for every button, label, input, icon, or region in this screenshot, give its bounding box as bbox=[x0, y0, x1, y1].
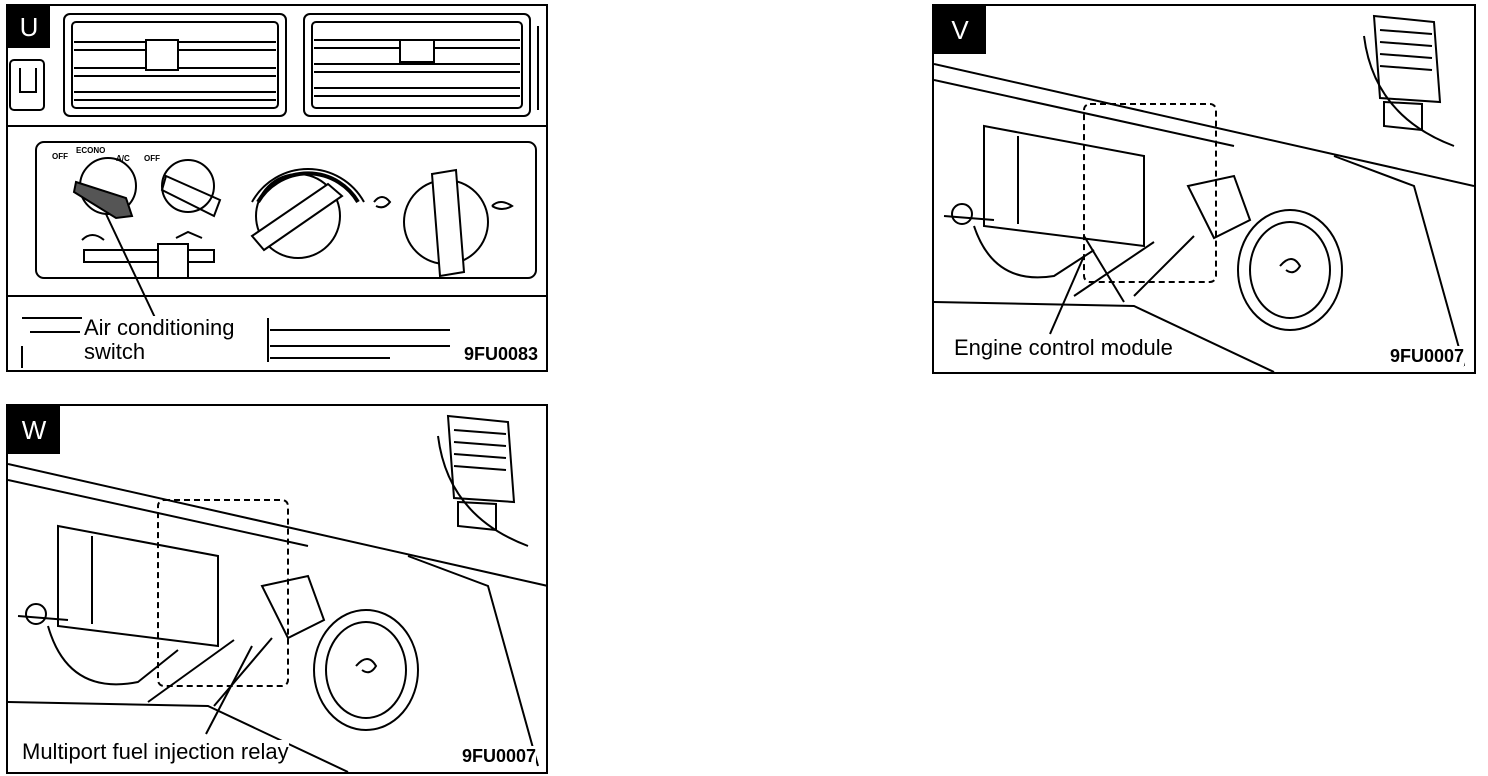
caption-line-2: switch bbox=[84, 339, 146, 364]
left-air-vent bbox=[63, 13, 287, 117]
side-vent bbox=[1363, 14, 1455, 147]
dashboard-controls-illustration bbox=[8, 13, 546, 368]
panel-w-multiport-fuel-injection-relay: W Multiport fuel injection relay 9FU0007 bbox=[6, 404, 548, 774]
knob-label-ac: A/C bbox=[116, 154, 130, 163]
ecm-highlight-box bbox=[1083, 103, 1217, 283]
callout-multiport-fuel-injection-relay: Multiport fuel injection relay bbox=[22, 739, 289, 764]
panel-letter-badge: U bbox=[8, 6, 50, 48]
knob-label-off-2: OFF bbox=[144, 154, 160, 163]
relay-highlight-box bbox=[157, 499, 289, 687]
callout-air-conditioning-switch: Air conditioning switch bbox=[84, 315, 235, 364]
panel-v-engine-control-module: V Engine control module 9FU0007 bbox=[932, 4, 1476, 374]
fuel-injection-relay-illustration bbox=[8, 414, 546, 772]
panel-letter-badge: W bbox=[8, 406, 60, 454]
climate-control-panel bbox=[35, 141, 537, 279]
side-vent bbox=[437, 414, 529, 547]
caption-line-1: Air conditioning bbox=[84, 315, 235, 340]
figure-code: 9FU0083 bbox=[463, 344, 538, 364]
panel-u-air-conditioning-switch: U OFF ECONO A/C OFF Air conditioning swi… bbox=[6, 4, 548, 372]
speaker bbox=[313, 609, 419, 731]
knob-label-off: OFF bbox=[52, 152, 68, 161]
recirculation-lever bbox=[81, 230, 215, 279]
leader-line-ac-switch bbox=[105, 213, 159, 325]
air-conditioning-switch-knob bbox=[72, 157, 137, 220]
figure-code: 9FU0007 bbox=[461, 746, 536, 766]
callout-engine-control-module: Engine control module bbox=[954, 335, 1173, 360]
knob-label-econo: ECONO bbox=[76, 146, 106, 155]
temperature-dial bbox=[250, 168, 365, 259]
panel-letter-badge: V bbox=[934, 6, 986, 54]
engine-control-module-illustration bbox=[934, 14, 1474, 372]
speaker bbox=[1237, 209, 1343, 331]
leader-line-relay bbox=[205, 645, 253, 735]
mode-dial bbox=[373, 168, 514, 278]
right-air-vent bbox=[303, 13, 531, 117]
air-selector-knob bbox=[160, 159, 222, 218]
figure-code: 9FU0007 bbox=[1389, 346, 1464, 366]
leader-line-ecm bbox=[1049, 255, 1085, 335]
